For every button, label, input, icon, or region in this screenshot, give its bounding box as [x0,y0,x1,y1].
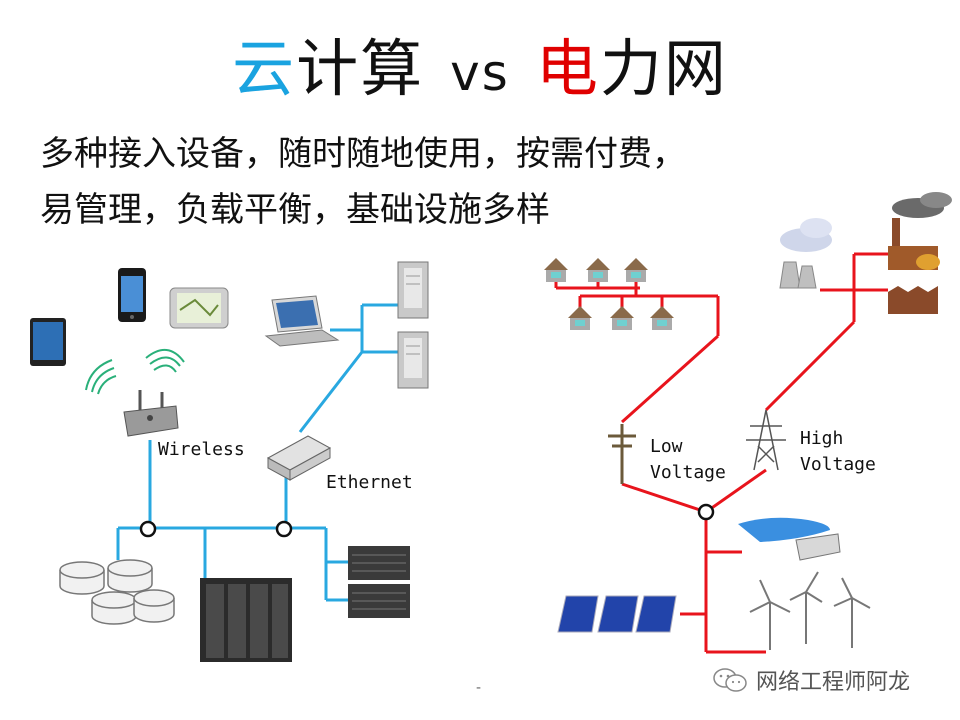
high-voltage-label-2: Voltage [800,454,876,475]
title-cloud-char: 云 [232,32,297,105]
footer-mark: - [476,680,482,696]
wireless-label: Wireless [158,439,245,460]
blade-server-icon [348,584,410,618]
network-junction-2 [275,520,293,538]
wind-turbine-icon [749,571,871,650]
low-voltage-label-1: Low [650,436,683,457]
high-voltage-label-1: High [800,428,843,449]
wechat-icon [713,668,747,692]
slide-title: 云计算 vs 电力网 [0,18,960,108]
feature-line-1: 多种接入设备，随时随地使用，按需付费， [40,134,686,174]
title-computing: 计算 [296,32,425,105]
network-junction-1 [139,520,157,538]
power-junction [697,503,715,521]
smartphone-icon [118,268,146,322]
watermark-text: 网络工程师阿龙 [756,670,911,695]
factory-icon [888,286,938,314]
server-tower-icon [397,261,429,319]
transmission-tower-icon [746,409,786,471]
feature-text: 多种接入设备，随时随地使用，按需付费， 易管理，负载平衡，基础设施多样 [40,126,686,238]
server-rack-icon [200,578,292,662]
storage-disks-icon [59,559,175,625]
house-icon [544,258,568,282]
wifi-signal-icon [85,349,185,395]
power-lines [554,252,888,654]
solar-panel-icon [557,595,677,633]
feature-line-2: 易管理，负载平衡，基础设施多样 [40,190,550,230]
watermark: 网络工程师阿龙 [712,664,910,696]
ethernet-switch-icon [266,435,332,481]
house-icon [624,258,648,282]
ethernet-label: Ethernet [326,472,413,493]
blade-server-icon [348,546,410,580]
house-icon [610,306,634,330]
tablet-icon [30,318,66,366]
gps-device-icon [169,287,229,329]
title-power-char: 电 [535,32,600,105]
hydro-dam-icon [738,517,841,561]
coal-plant-icon [888,192,952,270]
low-voltage-label-2: Voltage [650,462,726,483]
title-grid: 力网 [599,32,728,105]
nuclear-plant-icon [779,218,832,289]
utility-pole-icon [608,424,636,484]
laptop-icon [264,295,340,347]
house-icon [568,306,592,330]
wireless-router-icon [123,390,179,437]
title-vs: vs [450,44,510,102]
house-icon [586,258,610,282]
server-tower-icon [397,331,429,389]
house-icon [650,306,674,330]
